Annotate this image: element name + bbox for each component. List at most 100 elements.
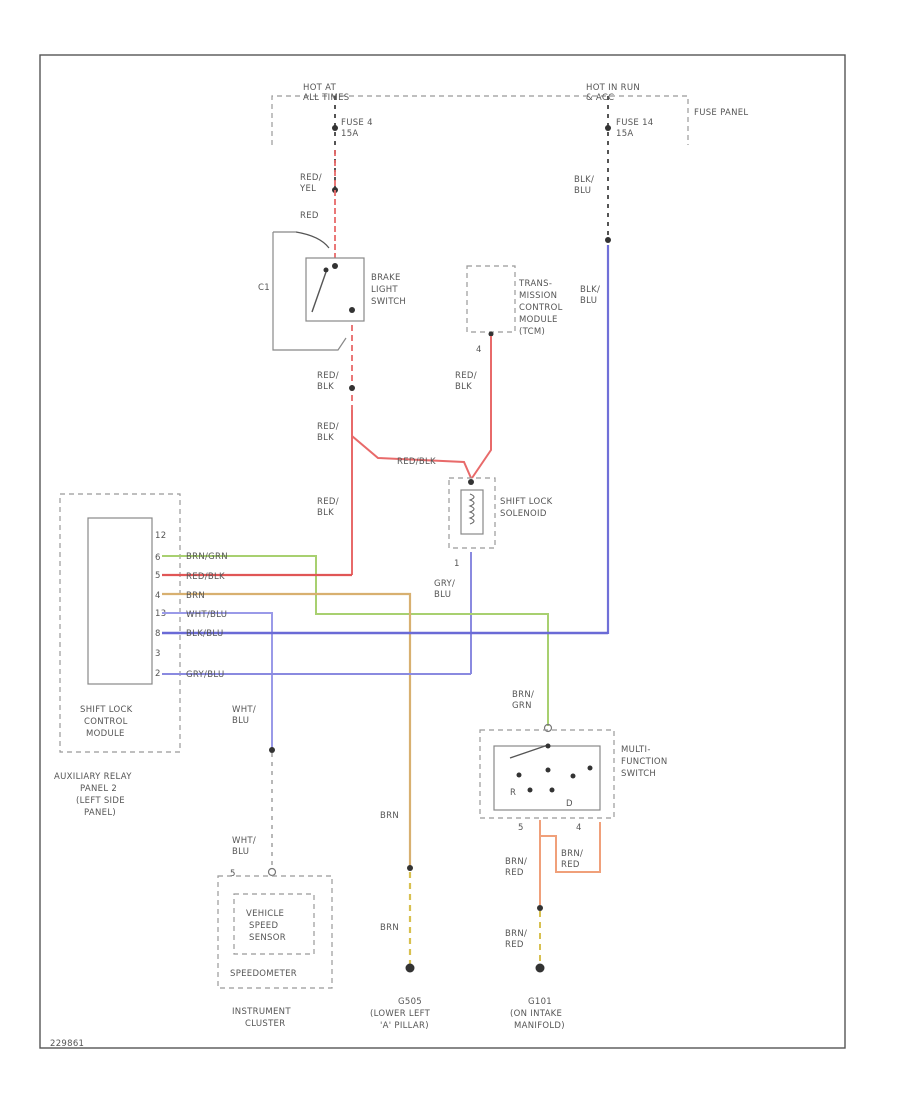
tcm-label-2: MISSION (519, 291, 557, 301)
pin-wire-red-blk: RED/BLK (186, 572, 225, 582)
wire-label-red-blk-4a: RED/ (455, 371, 477, 381)
wire-label-blk-blu-1b: BLU (574, 186, 591, 196)
solenoid-pin: 1 (454, 559, 460, 569)
aux-relay-label-4: PANEL) (84, 808, 116, 818)
brake-switch-label-1: BRAKE (371, 273, 401, 283)
tcm-label-5: (TCM) (519, 327, 545, 337)
wire-label-blk-blu-2b: BLU (580, 296, 597, 306)
wire-label-brn-red-3a: BRN/ (505, 929, 527, 939)
tcm: TRANS- MISSION CONTROL MODULE (TCM) 4 RE… (455, 265, 563, 479)
hot-at-label-2: ALL TIMES (303, 93, 350, 103)
figure-id: 229861 (50, 1039, 84, 1049)
wire-label-red-blk-4b: BLK (455, 382, 472, 392)
mfs-inner-2: D (566, 799, 573, 809)
wire-label-red-blk-mid: RED/BLK (397, 457, 436, 467)
g505-label-3: 'A' PILLAR) (380, 1021, 429, 1031)
wire-label-red-yel-2: YEL (299, 184, 316, 194)
mod-pin-12: 12 (155, 531, 166, 541)
wire-label-brn-red-1b: RED (505, 868, 524, 878)
tcm-label-3: CONTROL (519, 303, 563, 313)
mod-pin-8: 8 (155, 629, 161, 639)
wire-label-red-blk-1b: BLK (317, 382, 334, 392)
wire-label-gry-blu-1: GRY/ (434, 579, 455, 589)
fuse14-rating: 15A (616, 129, 634, 139)
wire-label-brn-2: BRN (380, 923, 399, 933)
g101-label-3: MANIFOLD) (514, 1021, 565, 1031)
brake-light-switch: C1 BRAKE LIGHT SWITCH (258, 231, 406, 351)
mod-pin-2: 2 (155, 669, 161, 679)
fuse4-label: FUSE 4 (341, 118, 373, 128)
vss-circuit: WHT/ BLU WHT/ BLU 5 (230, 705, 277, 879)
solenoid-label-1: SHIFT LOCK (500, 497, 553, 507)
wire-label-brn-1: BRN (380, 811, 399, 821)
cluster-label-2: CLUSTER (245, 1019, 285, 1029)
brake-switch-label-3: SWITCH (371, 297, 406, 307)
fuse14-label: FUSE 14 (616, 118, 654, 128)
cluster-label-1: INSTRUMENT (232, 1007, 291, 1017)
multi-function-switch: BRN/ GRN R D MULTI- FUNCTION SWITCH 5 4 … (479, 690, 668, 905)
pin-wire-brn-grn: BRN/GRN (186, 552, 228, 562)
hot-at-label-1: HOT AT (303, 83, 337, 93)
pin-wire-wht-blu: WHT/BLU (186, 610, 227, 620)
wire-label-brn-red-2a: BRN/ (561, 849, 583, 859)
wire-label-red-blk-1a: RED/ (317, 371, 339, 381)
pin-wire-blk-blu: BLK/BLU (186, 629, 223, 639)
wire-label-blk-blu-1a: BLK/ (574, 175, 594, 185)
wire-label-red-blk-3a: RED/ (317, 497, 339, 507)
wire-label-red-blk-2a: RED/ (317, 422, 339, 432)
fuse4-circuit: RED/ YEL RED (295, 96, 338, 258)
speedometer-label: SPEEDOMETER (230, 969, 297, 979)
g101-label-2: (ON INTAKE (510, 1009, 562, 1019)
g101-ground: BRN/ RED G101 (ON INTAKE MANIFOLD) (505, 905, 565, 1031)
wire-label-gry-blu-2: BLU (434, 590, 451, 600)
mfs-pin-2: 4 (576, 823, 582, 833)
instrument-cluster: VEHICLE SPEED SENSOR SPEEDOMETER INSTRUM… (217, 875, 333, 1029)
g505-label-1: G505 (398, 997, 422, 1007)
diagram-frame (39, 54, 846, 1049)
wire-label-brn-red-1a: BRN/ (505, 857, 527, 867)
tcm-pin: 4 (476, 345, 482, 355)
hot-in-run-label-1: HOT IN RUN (586, 83, 640, 93)
wire-label-red-yel-1: RED/ (300, 173, 322, 183)
mod-pin-13: 13 (155, 609, 166, 619)
wire-label-blk-blu-2a: BLK/ (580, 285, 600, 295)
mfs-label-3: SWITCH (621, 769, 656, 779)
mod-pin-5: 5 (155, 571, 161, 581)
aux-relay-label-3: (LEFT SIDE (76, 796, 125, 806)
wire-label-wht-blu-2b: BLU (232, 847, 249, 857)
module-label-2: CONTROL (84, 717, 128, 727)
wire-label-red: RED (300, 211, 319, 221)
mod-pin-6: 6 (155, 553, 161, 563)
aux-relay-label-1: AUXILIARY RELAY (54, 772, 132, 782)
wire-label-brn-red-2b: RED (561, 860, 580, 870)
speedo-pin: 5 (230, 869, 236, 879)
fuse14-circuit: BLK/ BLU BLK/ BLU (574, 96, 611, 634)
fuse4-rating: 15A (341, 129, 359, 139)
vss-label-1: VEHICLE (246, 909, 284, 919)
c1-pin-label: C1 (258, 283, 270, 293)
fuse-panel: HOT AT ALL TIMES HOT IN RUN & ACC FUSE P… (271, 83, 748, 145)
mod-pin-3: 3 (155, 649, 161, 659)
brake-switch-label-2: LIGHT (371, 285, 398, 295)
shift-lock-solenoid: SHIFT LOCK SOLENOID 1 GRY/ BLU (434, 477, 553, 674)
g101-label-1: G101 (528, 997, 552, 1007)
wire-label-brn-grn-1: BRN/ (512, 690, 534, 700)
vss-label-2: SPEED (249, 921, 278, 931)
wire-label-wht-blu-2a: WHT/ (232, 836, 256, 846)
red-blk-circuit: RED/ BLK RED/ BLK RED/BLK RED/ BLK (317, 325, 472, 575)
fuse-panel-label: FUSE PANEL (694, 108, 748, 118)
mfs-label-2: FUNCTION (621, 757, 668, 767)
wire-label-red-blk-3b: BLK (317, 508, 334, 518)
pin-wire-brn: BRN (186, 591, 205, 601)
mfs-inner-1: R (510, 788, 516, 798)
hot-in-run-label-2: & ACC (586, 93, 614, 103)
pin-wire-gry-blu: GRY/BLU (186, 670, 224, 680)
mfs-label-1: MULTI- (621, 745, 651, 755)
g505-ground: BRN BRN G505 (LOWER LEFT 'A' PILLAR) (370, 811, 430, 1031)
wire-label-wht-blu-1b: BLU (232, 716, 249, 726)
tcm-label-1: TRANS- (518, 279, 552, 289)
wire-label-red-blk-2b: BLK (317, 433, 334, 443)
module-wires: BRN/GRN RED/BLK BRN WHT/BLU BLK/BLU GRY/… (162, 552, 608, 868)
wire-label-wht-blu-1a: WHT/ (232, 705, 256, 715)
